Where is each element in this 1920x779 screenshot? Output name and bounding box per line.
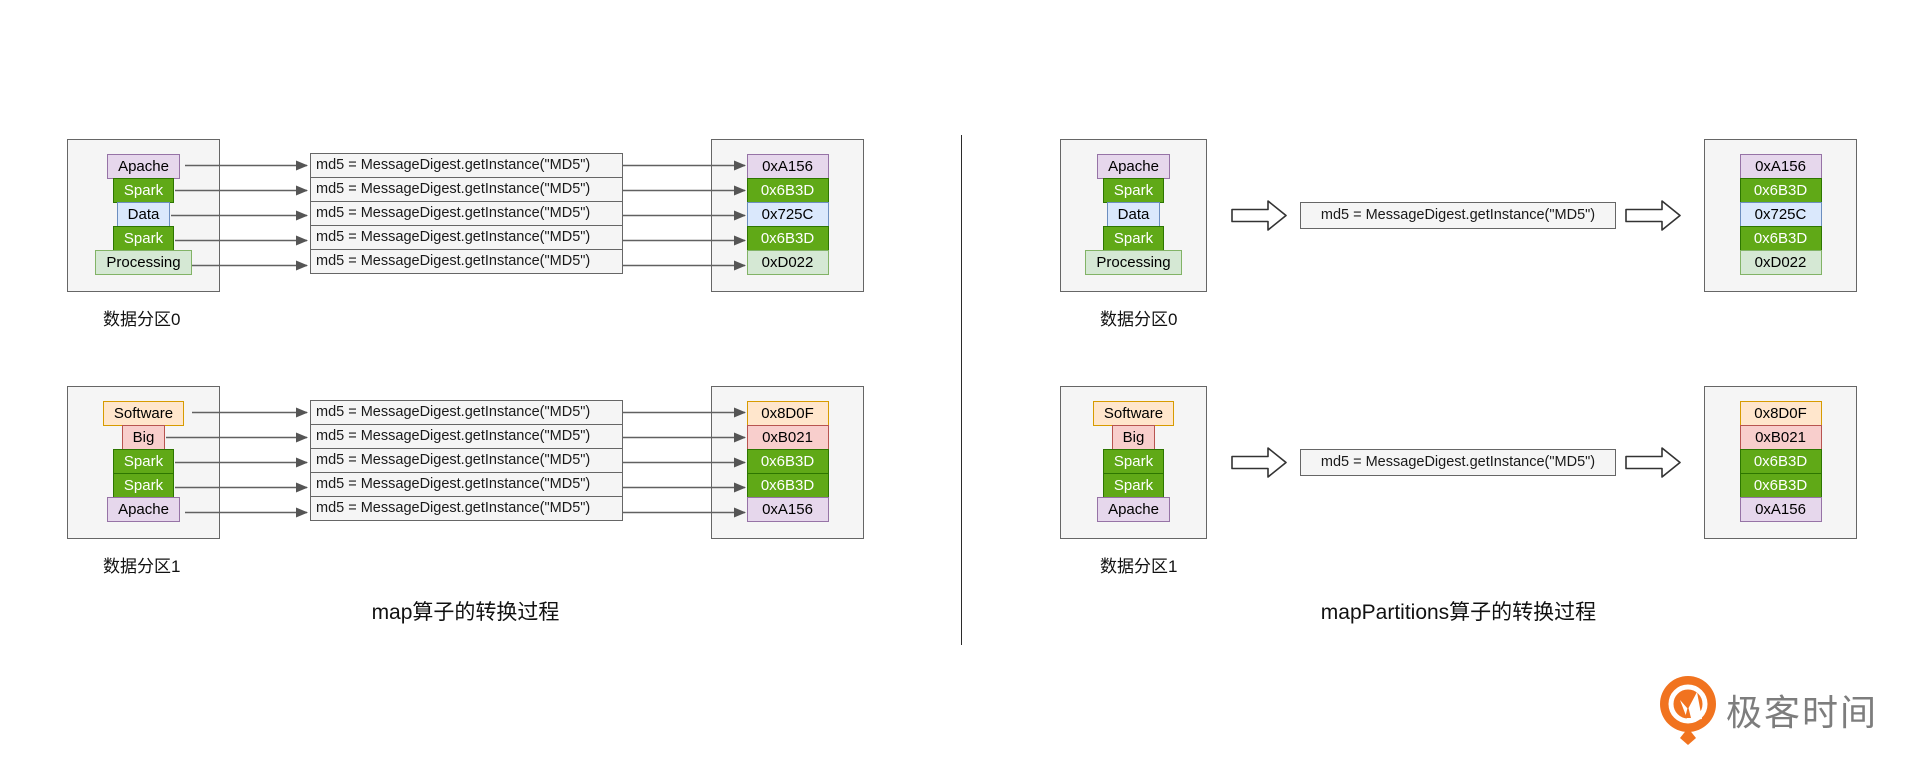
partition1-label: 数据分区1 xyxy=(1100,557,1178,576)
md5-call-stack: md5 = MessageDigest.getInstance("MD5") m… xyxy=(310,153,623,274)
md5-call-stack: md5 = MessageDigest.getInstance("MD5") m… xyxy=(310,400,623,521)
partition-item: Spark xyxy=(1102,473,1165,498)
md5-call: md5 = MessageDigest.getInstance("MD5") xyxy=(310,153,623,178)
partition-item: Software xyxy=(102,401,185,426)
partition-item: Data xyxy=(116,202,171,227)
partition-item: Spark xyxy=(112,226,175,251)
block-arrow-icon xyxy=(1231,447,1681,478)
geektime-logo-icon xyxy=(1660,676,1716,745)
partition1-label: 数据分区1 xyxy=(103,557,181,576)
map-arrows-svg xyxy=(166,407,746,518)
hash-item: 0xB021 xyxy=(1739,425,1822,450)
md5-call: md5 = MessageDigest.getInstance("MD5") xyxy=(310,472,623,497)
partition-item: Apache xyxy=(1097,154,1170,179)
partition0-label: 数据分区0 xyxy=(1100,310,1178,329)
map-arrows-svg xyxy=(171,160,746,271)
partition-item: Processing xyxy=(1085,250,1182,275)
partition-item: Spark xyxy=(112,449,175,474)
md5-call: md5 = MessageDigest.getInstance("MD5") xyxy=(310,249,623,274)
partition-item: Spark xyxy=(112,473,175,498)
hash-item: 0xD022 xyxy=(746,250,829,275)
md5-call: md5 = MessageDigest.getInstance("MD5") xyxy=(310,424,623,449)
hash-item: 0x6B3D xyxy=(1739,449,1822,474)
geektime-logo-text: 极客时间 xyxy=(1726,692,1879,733)
md5-call: md5 = MessageDigest.getInstance("MD5") xyxy=(1300,202,1616,229)
hash-item: 0xB021 xyxy=(746,425,829,450)
hash-item: 0x8D0F xyxy=(746,401,829,426)
geektime-logo: 极客时间 xyxy=(1658,674,1878,746)
hash-item: 0x6B3D xyxy=(1739,178,1822,203)
md5-call: md5 = MessageDigest.getInstance("MD5") xyxy=(310,448,623,473)
partition-item: Spark xyxy=(1102,178,1165,203)
hash-item: 0x6B3D xyxy=(746,178,829,203)
hash-item: 0x6B3D xyxy=(746,226,829,251)
md5-call: md5 = MessageDigest.getInstance("MD5") xyxy=(310,496,623,521)
section-divider xyxy=(961,135,962,645)
partition-item: Big xyxy=(1111,425,1156,450)
hash-item: 0x6B3D xyxy=(1739,226,1822,251)
partition0-label: 数据分区0 xyxy=(103,310,181,329)
hash-item: 0x6B3D xyxy=(746,449,829,474)
partition-item: Spark xyxy=(1102,449,1165,474)
partition-item: Apache xyxy=(107,154,180,179)
md5-call: md5 = MessageDigest.getInstance("MD5") xyxy=(310,225,623,250)
hash-item: 0xA156 xyxy=(1739,497,1822,522)
hash-item: 0x725C xyxy=(1739,202,1822,227)
partition-item: Apache xyxy=(107,497,180,522)
md5-call: md5 = MessageDigest.getInstance("MD5") xyxy=(310,400,623,425)
hash-item: 0x8D0F xyxy=(1739,401,1822,426)
md5-call: md5 = MessageDigest.getInstance("MD5") xyxy=(1300,449,1616,476)
partition-item: Software xyxy=(1092,401,1175,426)
block-arrow-icon xyxy=(1231,200,1681,231)
hash-item: 0x6B3D xyxy=(746,473,829,498)
partition-item: Big xyxy=(121,425,166,450)
map-diagram-title: map算子的转换过程 xyxy=(371,601,560,624)
md5-call: md5 = MessageDigest.getInstance("MD5") xyxy=(310,177,623,202)
hash-item: 0xA156 xyxy=(1739,154,1822,179)
partition-item: Spark xyxy=(112,178,175,203)
hash-item: 0x6B3D xyxy=(1739,473,1822,498)
mappartitions-diagram-title: mapPartitions算子的转换过程 xyxy=(1320,601,1597,624)
hash-item: 0xA156 xyxy=(746,154,829,179)
hash-item: 0xA156 xyxy=(746,497,829,522)
hash-item: 0xD022 xyxy=(1739,250,1822,275)
partition-item: Spark xyxy=(1102,226,1165,251)
partition-item: Data xyxy=(1106,202,1161,227)
partition-item: Processing xyxy=(95,250,192,275)
partition-item: Apache xyxy=(1097,497,1170,522)
hash-item: 0x725C xyxy=(746,202,829,227)
